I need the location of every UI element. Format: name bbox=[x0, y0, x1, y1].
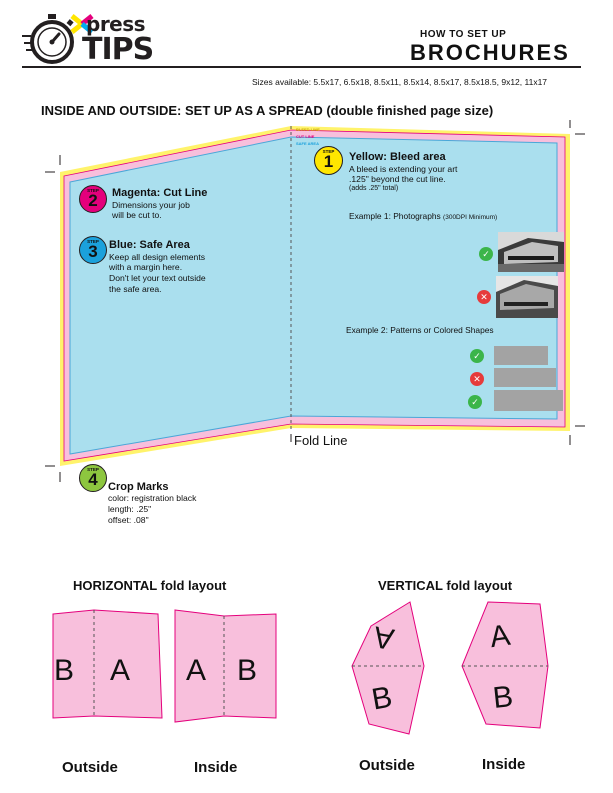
step-2-badge-label: STEP bbox=[87, 188, 99, 193]
step-3-line-4: the safe area. bbox=[109, 284, 162, 294]
step-1-line-3: (adds .25" total) bbox=[349, 185, 399, 192]
cross-icon: ✕ bbox=[470, 372, 484, 386]
h-inside-left-letter: A bbox=[186, 654, 207, 687]
vertical-inside-brochure bbox=[461, 601, 549, 729]
horizontal-inside-brochure bbox=[174, 609, 277, 723]
step-3-line-2: with a margin here. bbox=[109, 262, 183, 272]
step-4-line-2: length: .25" bbox=[108, 504, 152, 514]
logo-bottom-word: TIPS bbox=[82, 32, 154, 67]
check-icon: ✓ bbox=[468, 395, 482, 409]
step-4-line-3: offset: .08" bbox=[108, 515, 149, 525]
header-title: BROCHURES bbox=[410, 40, 570, 65]
vertical-layout-title: VERTICAL fold layout bbox=[378, 578, 513, 593]
step-1-badge: STEP 1 bbox=[314, 146, 343, 175]
shape-good-1 bbox=[494, 346, 548, 365]
step-1-line-1: A bleed is extending your art bbox=[349, 164, 458, 174]
step-1-badge-label: STEP bbox=[322, 149, 335, 154]
legend-bleed: BLEED LINE bbox=[296, 127, 320, 132]
logo-top-word-visible: press bbox=[86, 12, 146, 36]
example-1-text: Example 1: Photographs bbox=[349, 211, 441, 221]
shape-bad bbox=[494, 368, 556, 387]
fold-layout-diagrams bbox=[52, 601, 549, 735]
cross-icon: ✕ bbox=[477, 290, 491, 304]
sizes-available: Sizes available: 5.5x17, 6.5x18, 8.5x11,… bbox=[252, 77, 548, 87]
step-2-line-1: Dimensions your job bbox=[112, 200, 190, 210]
check-icon: ✓ bbox=[470, 349, 484, 363]
example-1-label: Example 1: Photographs (300DPI Minimum) bbox=[349, 211, 497, 223]
check-icon: ✓ bbox=[479, 247, 493, 261]
stopwatch-icon bbox=[22, 14, 74, 64]
horizontal-outside-brochure bbox=[52, 609, 163, 719]
step-3-title: Blue: Safe Area bbox=[109, 239, 190, 251]
x-mark-icon bbox=[70, 14, 94, 34]
step-4-badge-label: STEP bbox=[87, 467, 99, 472]
logo: xpress press TIPS bbox=[22, 12, 157, 68]
legend-cut: CUT LINE bbox=[296, 134, 315, 139]
safe-area bbox=[69, 136, 558, 455]
step-1-number: 1 bbox=[323, 152, 334, 171]
caption-h-inside: Inside bbox=[194, 759, 238, 776]
step-4-number: 4 bbox=[88, 470, 98, 489]
step-2-badge: STEP 2 bbox=[79, 185, 107, 213]
step-3-line-1: Keep all design elements bbox=[109, 252, 206, 262]
step-2-line-2: will be cut to. bbox=[112, 210, 162, 220]
example-1-note: (300DPI Minimum) bbox=[443, 214, 498, 221]
spread-heading: INSIDE AND OUTSIDE: SET UP AS A SPREAD (… bbox=[41, 103, 494, 118]
crop-marks bbox=[45, 120, 585, 482]
horizontal-layout-title: HORIZONTAL fold layout bbox=[73, 578, 227, 593]
step-2-title: Magenta: Cut Line bbox=[112, 187, 208, 199]
step-3-badge-label: STEP bbox=[87, 239, 99, 244]
step-3-number: 3 bbox=[88, 242, 98, 261]
step-2-number: 2 bbox=[88, 191, 98, 210]
example-2-label: Example 2: Patterns or Colored Shapes bbox=[346, 325, 494, 335]
step-4-title: Crop Marks bbox=[108, 481, 169, 493]
caption-v-outside: Outside bbox=[359, 757, 415, 774]
shape-good-2 bbox=[494, 390, 563, 411]
h-outside-left-letter: B bbox=[54, 654, 75, 687]
photo-good bbox=[498, 232, 564, 272]
step-1-line-2: .125" beyond the cut line. bbox=[349, 174, 446, 184]
caption-h-outside: Outside bbox=[62, 759, 118, 776]
h-outside-right-letter: A bbox=[110, 654, 131, 687]
h-inside-right-letter: B bbox=[237, 654, 258, 687]
header-kicker: HOW TO SET UP bbox=[420, 29, 507, 40]
step-4-line-1: color: registration black bbox=[108, 493, 197, 503]
fold-label: Fold Line bbox=[294, 433, 348, 448]
step-3-line-3: Don't let your text outside bbox=[109, 273, 206, 283]
legend-safe: SAFE AREA bbox=[296, 141, 319, 146]
photo-bad bbox=[496, 276, 558, 318]
step-3-badge: STEP 3 bbox=[79, 236, 107, 264]
vertical-outside-brochure bbox=[351, 601, 425, 735]
step-1-title: Yellow: Bleed area bbox=[349, 151, 446, 163]
caption-v-inside: Inside bbox=[482, 756, 526, 773]
v-inside-bottom-letter: B bbox=[491, 680, 515, 715]
step-4-badge: STEP 4 bbox=[79, 464, 107, 492]
header-divider bbox=[22, 66, 581, 68]
spread-diagram bbox=[45, 120, 585, 482]
